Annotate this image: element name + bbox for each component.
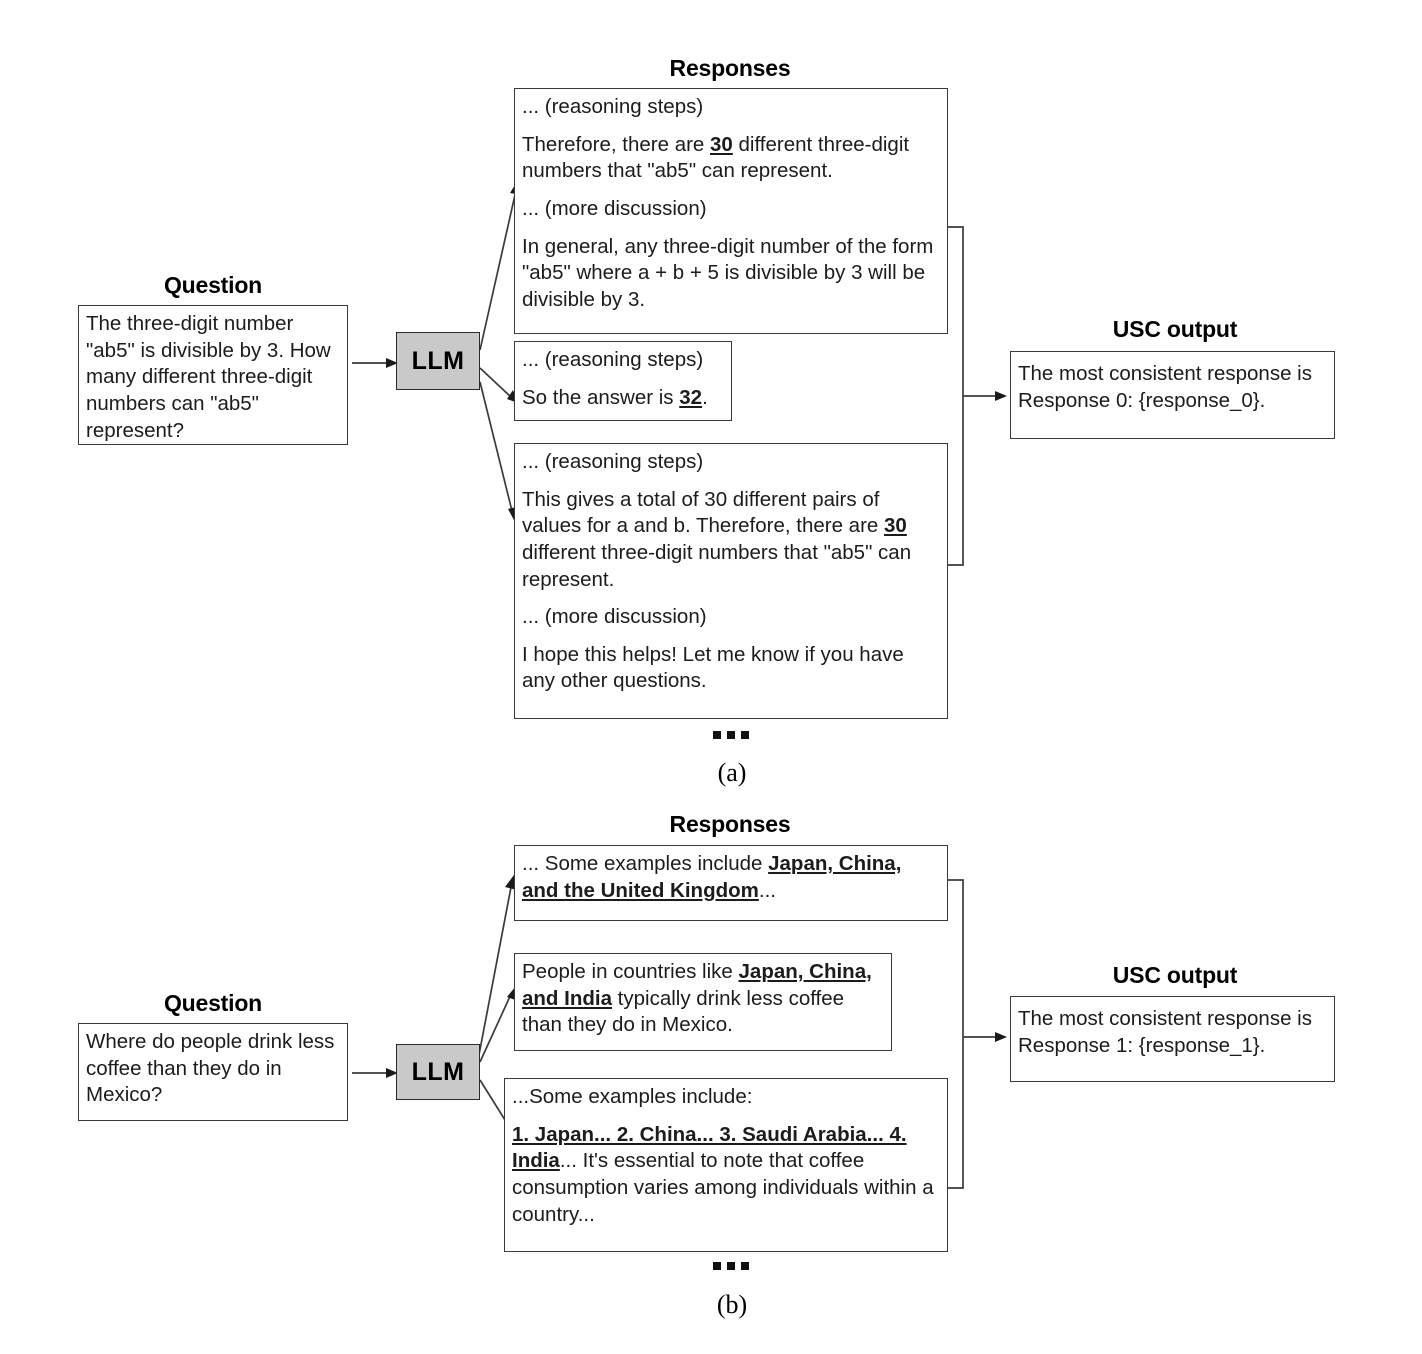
response-line: ... (reasoning steps) <box>522 95 704 118</box>
response-text-post: ... It's essential to note that coffee c… <box>512 1149 934 1226</box>
panel-a-response-1: ... (reasoning steps) So the answer is 3… <box>514 341 732 421</box>
response-line: ...Some examples include: <box>512 1085 753 1108</box>
response-text-post: different three-digit numbers that "ab5"… <box>522 540 912 591</box>
response-text-post: ... <box>758 878 776 902</box>
panel-b-usc-text: The most consistent response is Response… <box>1018 1007 1312 1057</box>
panel-b-question-text: Where do people drink less coffee than t… <box>86 1030 335 1107</box>
response-text-post: typically drink less coffee than they do… <box>522 986 845 1037</box>
answer-emphasis: 1. Japan... 2. China... 3. Saudi Arabia.… <box>512 1122 907 1173</box>
response-line: 1. Japan... 2. China... 3. Saudi Arabia.… <box>512 1122 941 1229</box>
response-text-pre: This gives a total of 30 different pairs… <box>522 487 885 538</box>
panel-a-ellipsis-icon <box>713 731 749 739</box>
response-line: This gives a total of 30 different pairs… <box>522 487 941 594</box>
panel-b-question-heading: Question <box>163 990 263 1016</box>
response-line: ... (more discussion) <box>522 605 707 629</box>
panel-b-response-1: People in countries like Japan, China, a… <box>514 953 892 1051</box>
panel-a-question-box: The three-digit number "ab5" is divisibl… <box>78 305 348 445</box>
panel-a-usc-heading: USC output <box>1112 316 1238 342</box>
response-line: ... (more discussion) <box>522 196 707 220</box>
panel-b-response-0: ... Some examples include Japan, China, … <box>514 845 948 921</box>
answer-emphasis: Japan, China, and India <box>522 960 872 1010</box>
response-text-post: . <box>702 385 708 409</box>
response-line: ... Some examples include Japan, China, … <box>522 851 941 904</box>
panel-b-llm-node[interactable]: LLM <box>396 1044 480 1100</box>
response-line: In general, any three-digit number of th… <box>522 234 934 311</box>
panel-a-usc-text: The most consistent response is Response… <box>1018 362 1312 412</box>
answer-emphasis: Japan, China, and the United Kingdom <box>522 852 902 902</box>
panel-b-response-2: ...Some examples include: 1. Japan... 2.… <box>504 1078 948 1252</box>
panel-a-question-heading: Question <box>163 272 263 298</box>
panel-b-ellipsis-icon <box>713 1262 749 1270</box>
response-line: ... (reasoning steps) <box>522 348 704 371</box>
panel-a-response-0: ... (reasoning steps) Therefore, there a… <box>514 88 948 334</box>
panel-b-responses-heading: Responses <box>669 811 791 837</box>
panel-b-usc-box: The most consistent response is Response… <box>1010 996 1335 1082</box>
answer-emphasis: 32 <box>679 385 703 409</box>
panel-a-llm-node[interactable]: LLM <box>396 332 480 390</box>
panel-a-question-text: The three-digit number "ab5" is divisibl… <box>86 312 331 442</box>
panel-a-usc-box: The most consistent response is Response… <box>1010 351 1335 439</box>
panel-b-question-box: Where do people drink less coffee than t… <box>78 1023 348 1121</box>
response-text-pre: ... Some examples include <box>522 852 769 875</box>
response-text-post: different three-digit numbers that "ab5"… <box>522 132 910 183</box>
answer-emphasis: 30 <box>884 514 907 538</box>
panel-a-responses-heading: Responses <box>669 55 791 81</box>
response-line: Therefore, there are 30 different three-… <box>522 132 941 185</box>
response-line: I hope this helps! Let me know if you ha… <box>522 642 904 693</box>
response-text-pre: Therefore, there are <box>522 132 711 156</box>
panel-b-usc-heading: USC output <box>1112 962 1238 988</box>
answer-emphasis: 30 <box>710 132 733 156</box>
panel-a-response-2: ... (reasoning steps) This gives a total… <box>514 443 948 719</box>
response-line: People in countries like Japan, China, a… <box>522 959 885 1039</box>
panel-a-caption: (a) <box>717 758 747 787</box>
response-line: So the answer is 32. <box>522 385 725 412</box>
response-line: ... (reasoning steps) <box>522 450 704 473</box>
panel-b-caption: (b) <box>716 1290 748 1319</box>
response-text-pre: People in countries like <box>522 960 739 983</box>
response-text-pre: So the answer is <box>522 385 680 409</box>
